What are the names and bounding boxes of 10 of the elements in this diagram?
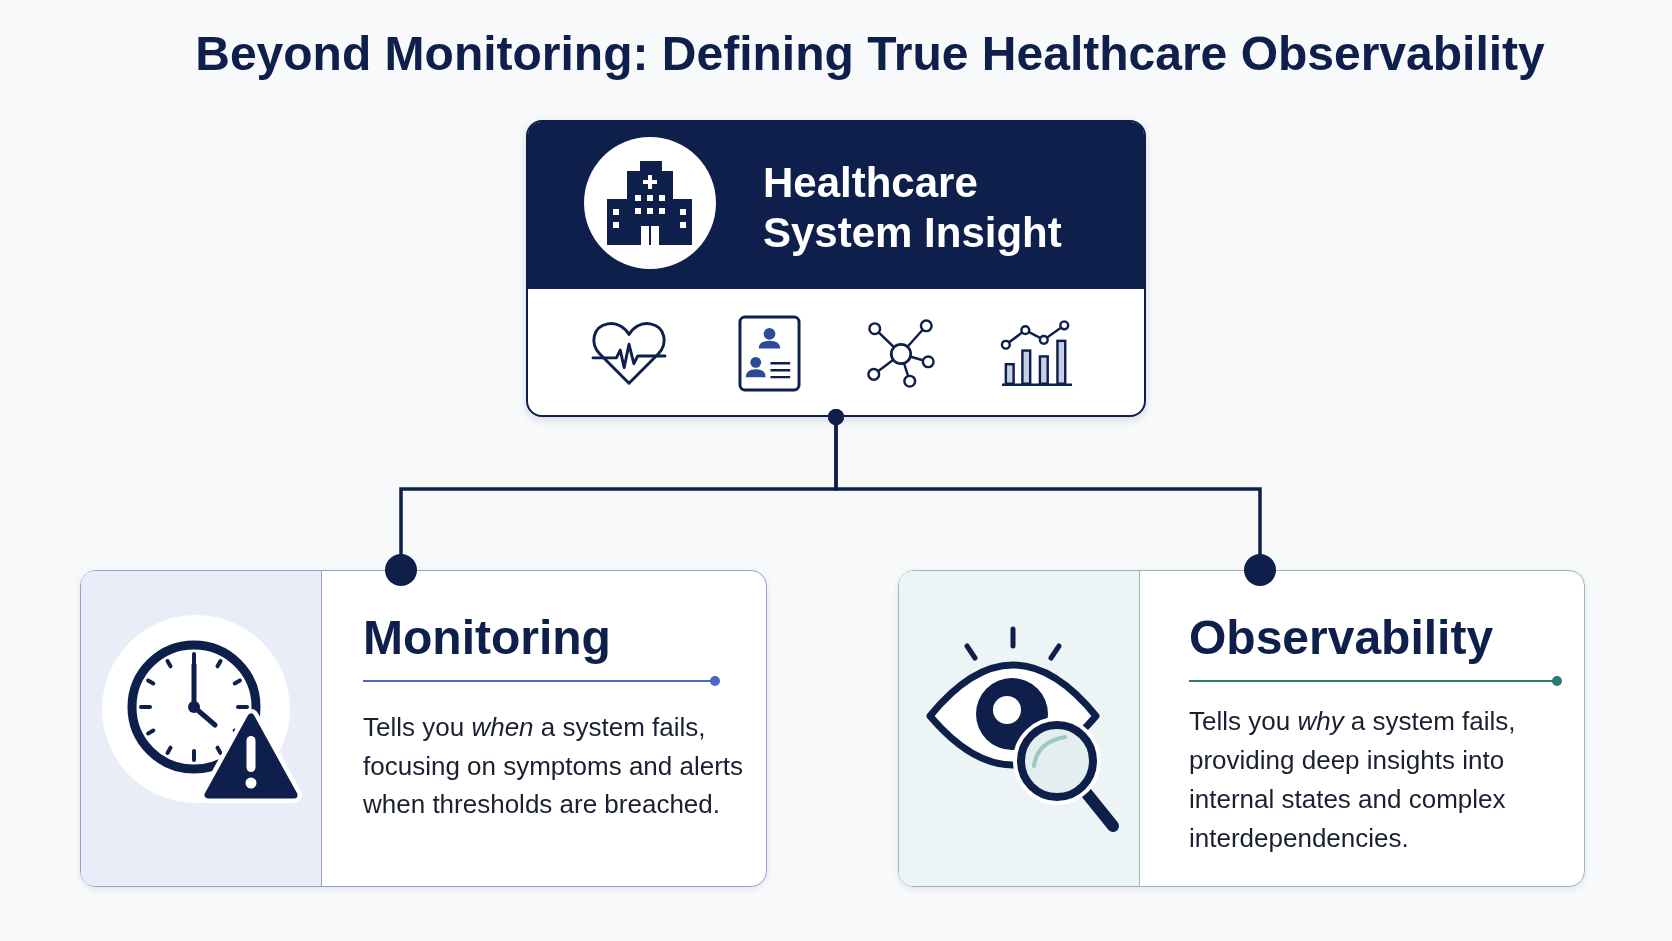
card-heading: Monitoring <box>363 610 611 666</box>
diagram-title: Beyond Monitoring: Defining True Healthcare Observability <box>194 26 1546 82</box>
connector-line <box>828 409 1276 586</box>
card-title: Healthcare System Insight <box>763 158 1063 258</box>
concept-card <box>80 570 767 887</box>
card-description: Tells you when a system fails, focusing on symptoms and alerts when thresholds are breached. <box>363 711 745 822</box>
hierarchy-top-card <box>526 120 1146 417</box>
card-description: Tells you why a system fails, providing deep insights into internal states and complex interdependencies. <box>1189 705 1517 855</box>
card-heading: Observability <box>1189 610 1494 666</box>
concept-card <box>898 570 1585 887</box>
